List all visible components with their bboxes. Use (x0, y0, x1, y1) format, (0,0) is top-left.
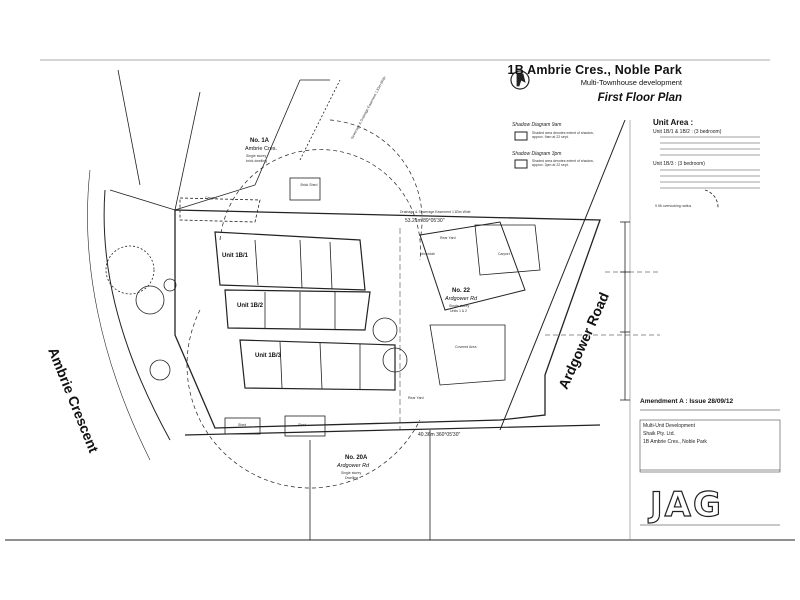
project-address: 1B Ambrie Cres., Noble Park (643, 439, 707, 445)
unit-area-group2: Unit 1B/3 : (3 bedroom) (653, 161, 705, 167)
legend-shadow-9am: Shadow Diagram 9am (512, 122, 562, 128)
unit-area-group1: Unit 1B/1 & 1B/2 : (3 bedroom) (653, 129, 722, 135)
rear-yard-2-label: Rear Yard (408, 396, 424, 400)
neighbour-22-desc1: Single storey (449, 304, 470, 308)
brick-shed-label: Brick Shed (300, 183, 318, 187)
unit-1b-3-label: Unit 1B/3 (255, 353, 282, 359)
legend-shadow-3pm-note: Shaded area denotes extent of shadow, ap… (532, 159, 594, 167)
neighbour-22-street: Ardgower Rd (445, 296, 478, 302)
south-boundary-dimension: 40.36m 360°05'30" (418, 432, 461, 438)
drawing-title: 1B Ambrie Cres., Noble Park (507, 63, 682, 77)
shed-left-label: Shed (238, 423, 247, 427)
unit-area-heading: Unit Area : (653, 118, 694, 127)
overlooking-radius-note: 9.96 overlooking radius (655, 204, 692, 208)
carport-top-label: Carport (205, 196, 217, 200)
neighbour-22-desc2: Units 1 & 2 (450, 309, 468, 313)
project-client: Shaik Pty. Ltd. (643, 431, 675, 437)
verandah-label: Verandah (420, 252, 435, 256)
unit-1b-1-label: Unit 1B/1 (222, 253, 249, 259)
jag-logo: JAG (649, 484, 723, 525)
neighbour-20a-street: Ardgower Rd (337, 463, 370, 469)
north-arrow (510, 70, 530, 90)
shed-right-label: Shed (298, 423, 307, 427)
neighbour-20a-number: No. 20A (345, 455, 368, 461)
neighbour-1a-number: No. 1A (250, 138, 270, 144)
neighbour-1a-street: Ambrie Cres. (245, 146, 278, 152)
carport-right-label: Carport (498, 252, 510, 256)
plan-name: First Floor Plan (597, 92, 682, 104)
neighbour-20a-desc2: Dwelling (345, 476, 359, 480)
project-type: Multi-Unit Development (643, 423, 695, 429)
neighbour-1a-desc2: brick dwelling (246, 159, 268, 163)
drawing-subtitle: Multi-Townhouse development (580, 78, 682, 87)
neighbour-22-number: No. 22 (452, 288, 471, 294)
amendment-heading: Amendment A : Issue 28/09/12 (640, 398, 734, 405)
neighbour-20a-desc1: Single storey (341, 471, 362, 475)
easement-label: Drainage & Sewerage Easement 1.83m Wide (400, 210, 471, 214)
north-boundary-dimension: 53.21m 89°05'30" (405, 218, 445, 224)
neighbour-1a-desc1: Single storey (246, 154, 267, 158)
legend-shadow-9am-note: Shaded area denotes extent of shadow, ap… (532, 131, 594, 139)
unit-1b-2-label: Unit 1B/2 (237, 303, 264, 309)
legend-shadow-3pm: Shadow Diagram 3pm (512, 151, 562, 157)
covered-area-label: Covered Area (455, 345, 477, 349)
rear-yard-label: Rear Yard (440, 236, 456, 240)
